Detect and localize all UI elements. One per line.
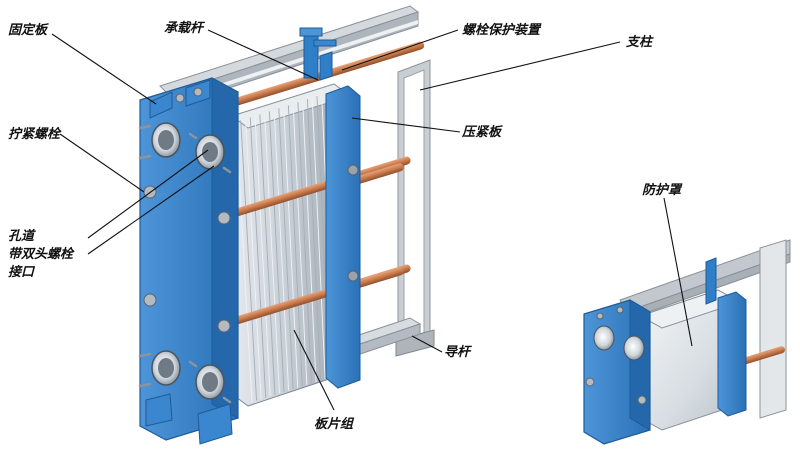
small-exchanger <box>583 239 791 445</box>
label-carrying-bar: 承载杆 <box>164 20 206 36</box>
plate-fin-line <box>283 106 299 388</box>
plate-fin-line <box>287 105 303 387</box>
leader-carrying-bar <box>207 29 319 81</box>
leader-guide-bar <box>411 335 443 353</box>
leader-shroud <box>663 197 693 347</box>
support-column <box>395 59 435 357</box>
plate-fin-line <box>273 109 290 391</box>
leader-lines <box>51 29 693 411</box>
label-bolt-guard: 螺栓保护装置 <box>462 22 542 38</box>
label-tightening-bolt: 拧紧螺栓 <box>8 126 62 142</box>
leader-pressure-plate <box>351 117 461 133</box>
leader-bolt-guard <box>341 29 459 71</box>
label-fixed-plate: 固定板 <box>8 22 49 38</box>
plate-fin-line <box>278 108 294 390</box>
plate-fin-line <box>297 102 312 384</box>
leader-tightening-bolt <box>59 133 145 193</box>
large-exchanger <box>138 5 435 445</box>
plate-fin-line <box>302 100 317 383</box>
leader-port-2 <box>87 165 215 255</box>
label-pressure-plate: 压紧板 <box>461 124 503 140</box>
label-plate-pack: 板片组 <box>314 416 355 432</box>
pressure-plate <box>319 51 361 389</box>
top-rail <box>159 5 420 109</box>
plate-fin-line <box>249 117 267 398</box>
leader-support-column <box>419 41 621 91</box>
port-studs <box>138 124 232 404</box>
fixed-plate <box>138 77 239 445</box>
label-support-column: 支柱 <box>626 34 654 50</box>
leader-fixed-plate <box>51 33 157 105</box>
leader-port <box>87 149 209 239</box>
label-port-line3: 接口 <box>8 264 36 280</box>
small-fixed-plate <box>583 299 651 445</box>
plate-fin-line <box>254 115 271 397</box>
plate-fin-line <box>240 120 258 401</box>
label-port-line1: 孔道 <box>8 228 36 244</box>
plate-fin-line <box>268 111 285 393</box>
bolt-guard <box>299 27 337 79</box>
plate-fin-line <box>292 103 308 385</box>
plate-fin-line <box>259 114 276 395</box>
plate-fin-line <box>311 97 326 380</box>
port-connections <box>151 122 225 400</box>
plate-fin-line <box>264 112 280 394</box>
plate-fin-line <box>245 118 262 400</box>
label-shroud: 防护罩 <box>642 182 683 198</box>
plate-fin-line <box>235 121 253 403</box>
labels: 固定板 承载杆 螺栓保护装置 支柱 拧紧螺栓 压紧板 孔道 带双头螺栓 接口 防… <box>8 20 683 432</box>
leader-plate-pack <box>293 329 335 411</box>
label-guide-bar: 导杆 <box>444 344 473 360</box>
label-port-line2: 带双头螺栓 <box>8 246 75 262</box>
plate-fin-line <box>306 99 322 381</box>
